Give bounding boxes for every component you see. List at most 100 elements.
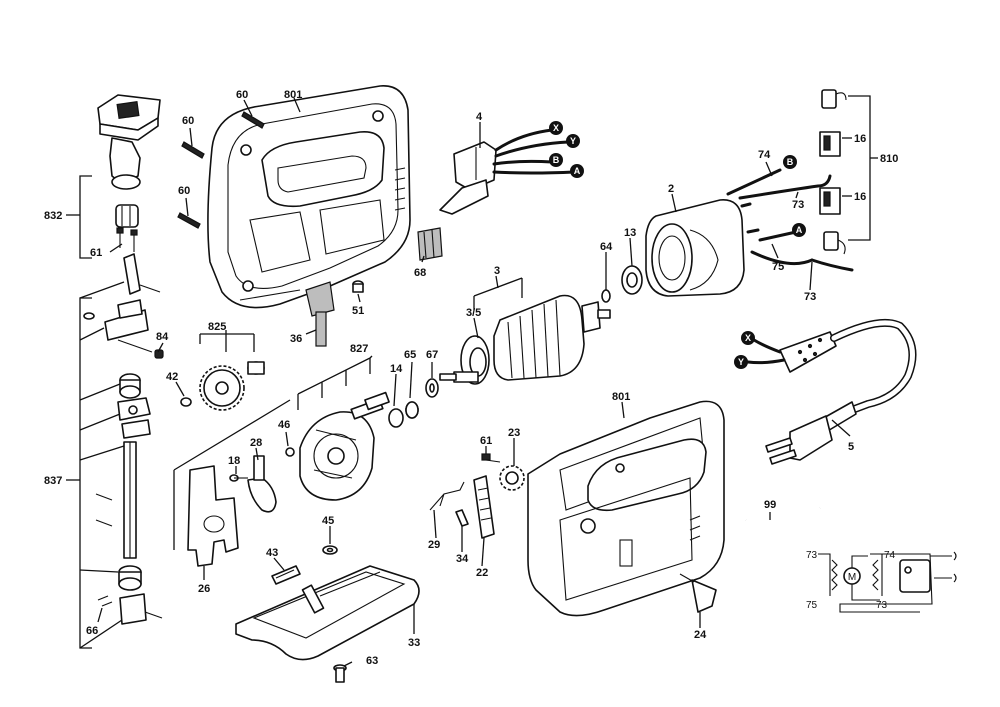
pin-18 (229, 474, 248, 482)
svg-text:X: X (745, 333, 751, 343)
plunger-assembly (83, 253, 164, 625)
svg-text:A: A (574, 166, 581, 176)
switch-part-68 (417, 227, 443, 261)
label-825: 825 (208, 321, 226, 333)
stroke-knob-assembly (97, 94, 161, 228)
field-coil-2 (645, 199, 760, 297)
label-42: 42 (166, 371, 178, 383)
screw-61-right (481, 453, 501, 463)
label-43: 43 (266, 547, 278, 559)
label-68: 68 (414, 267, 426, 279)
label-67: 67 (426, 349, 438, 361)
label-36: 36 (290, 333, 302, 345)
wire-tag-b-switch: B (549, 153, 563, 167)
wire-tag-x-cord: X (741, 331, 755, 345)
label-2: 2 (668, 183, 674, 195)
label-45: 45 (322, 515, 334, 527)
schematic-label-74: 74 (884, 550, 896, 561)
label-14: 14 (390, 363, 403, 375)
field-wires (726, 168, 854, 272)
label-832: 832 (44, 210, 62, 222)
clip-34 (455, 509, 469, 527)
label-33: 33 (408, 637, 420, 649)
label-3: 3 (494, 265, 500, 277)
gear-23 (499, 465, 525, 491)
label-34: 34 (456, 553, 469, 565)
svg-text:X: X (553, 123, 559, 133)
armature-3 (439, 294, 611, 385)
bearing-13 (621, 265, 643, 295)
label-60-mid: 60 (182, 115, 194, 127)
label-73-lower: 73 (804, 291, 816, 303)
label-28: 28 (250, 437, 262, 449)
label-4: 4 (476, 111, 483, 123)
label-29: 29 (428, 539, 440, 551)
wire-tag-y-switch: Y (566, 134, 580, 148)
label-84: 84 (156, 331, 169, 343)
blade-guide-36 (305, 281, 335, 347)
blade-clamp-26 (187, 465, 239, 567)
washer-67 (425, 378, 439, 398)
label-18: 18 (228, 455, 240, 467)
pin-51 (352, 280, 364, 293)
label-13: 13 (624, 227, 636, 239)
wire-tag-b-field: B (783, 155, 797, 169)
label-837: 837 (44, 475, 62, 487)
label-16-lower: 16 (854, 191, 866, 203)
label-75: 75 (772, 261, 784, 273)
brush-assembly-810 (819, 89, 847, 255)
wire-tag-x-switch: X (549, 121, 563, 135)
label-60-top: 60 (236, 89, 248, 101)
gear-825 (180, 361, 265, 411)
part-24 (679, 573, 717, 613)
label-22: 22 (476, 567, 488, 579)
label-801-bottom: 801 (612, 391, 630, 403)
wire-tag-a-field: A (792, 223, 806, 237)
housing-half-801 (207, 85, 411, 309)
screws-61 (116, 227, 138, 252)
wire-tag-a-switch: A (570, 164, 584, 178)
label-64: 64 (600, 241, 613, 253)
hex-key-99 (745, 506, 821, 534)
label-73-upper: 73 (792, 199, 804, 211)
housing-half-801-right (527, 400, 725, 617)
wire-tag-y-cord: Y (734, 355, 748, 369)
label-46: 46 (278, 419, 290, 431)
label-63: 63 (366, 655, 378, 667)
label-61-right: 61 (480, 435, 492, 447)
label-74: 74 (758, 149, 771, 161)
label-3-5: 3/5 (466, 307, 481, 319)
power-cord-5 (746, 318, 917, 465)
label-60-low: 60 (178, 185, 190, 197)
washer-64 (601, 289, 611, 303)
screws-60 (177, 111, 265, 229)
label-24: 24 (694, 629, 707, 641)
schematic-motor-label: M (848, 572, 856, 583)
lever-28 (247, 455, 277, 513)
svg-text:A: A (796, 225, 803, 235)
svg-text:Y: Y (738, 357, 744, 367)
switch-4 (439, 141, 497, 215)
schematic-labels: 73 74 75 73 M (806, 550, 896, 611)
svg-text:B: B (553, 155, 560, 165)
wiring-schematic (818, 551, 957, 613)
label-61-left: 61 (90, 247, 102, 259)
label-99: 99 (764, 499, 776, 511)
schematic-label-75: 75 (806, 600, 818, 611)
label-801-top: 801 (284, 89, 302, 101)
bearing-65 (405, 401, 419, 419)
svg-text:B: B (787, 157, 794, 167)
schematic-label-73-top: 73 (806, 550, 818, 561)
label-827: 827 (350, 343, 368, 355)
label-51: 51 (352, 305, 364, 317)
schematic-label-73-bottom: 73 (876, 600, 888, 611)
svg-text:Y: Y (570, 136, 576, 146)
switch-wires (492, 128, 576, 175)
label-5: 5 (848, 441, 854, 453)
screw-63 (333, 664, 347, 683)
leader-lines (66, 95, 878, 667)
rack-22 (473, 475, 495, 539)
gear-housing-827 (285, 391, 419, 501)
washer-45 (322, 545, 338, 555)
